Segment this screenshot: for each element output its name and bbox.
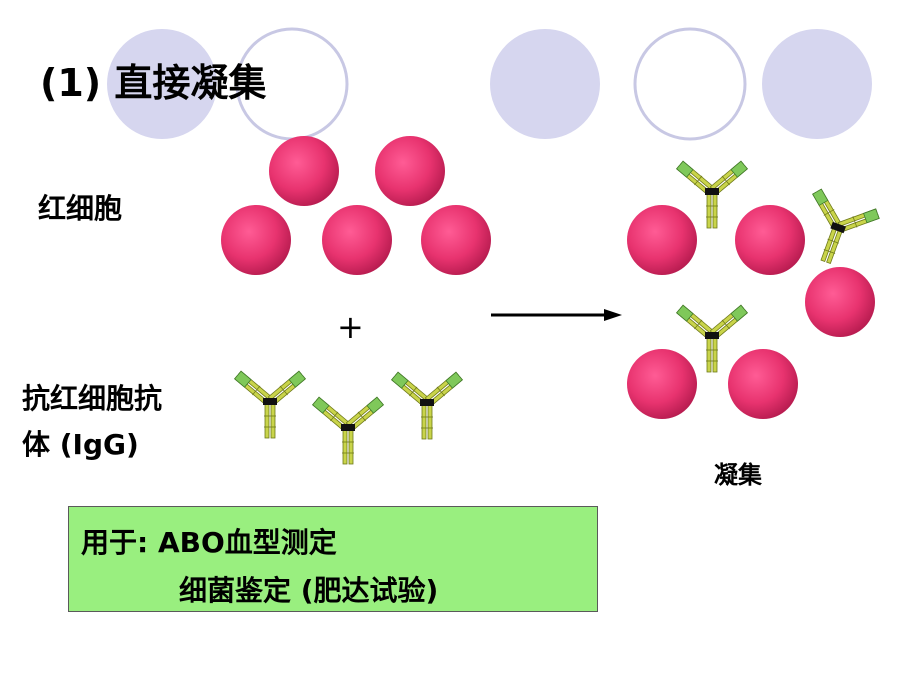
red-cell bbox=[627, 205, 697, 275]
red-cell bbox=[728, 349, 798, 419]
decorative-circles bbox=[107, 27, 872, 141]
red-cell bbox=[805, 267, 875, 337]
usage-line1: 用于: ABO血型测定 bbox=[81, 526, 337, 559]
antibody-icon bbox=[311, 395, 385, 465]
deco-circle bbox=[107, 29, 217, 139]
antibody-group bbox=[233, 369, 464, 465]
usage-line2: 细菌鉴定 (肥达试验) bbox=[179, 574, 439, 607]
red-cell-group bbox=[221, 136, 491, 275]
red-cell bbox=[269, 136, 339, 206]
agglutination-cluster bbox=[627, 159, 884, 419]
usage-box: 用于: ABO血型测定 细菌鉴定 (肥达试验) bbox=[68, 506, 598, 612]
antibody-icon bbox=[233, 369, 307, 439]
red-cell bbox=[322, 205, 392, 275]
antibody-icon bbox=[791, 185, 884, 275]
slide-title: (1) 直接凝集 bbox=[40, 61, 267, 105]
agglutination-label: 凝集 bbox=[714, 461, 762, 489]
antibody-label-line1: 抗红细胞抗 bbox=[22, 382, 163, 415]
deco-circle bbox=[633, 27, 747, 141]
red-cell bbox=[221, 205, 291, 275]
red-cell bbox=[375, 136, 445, 206]
plus-sign: + bbox=[337, 308, 364, 346]
red-cell bbox=[421, 205, 491, 275]
red-cell-label: 红细胞 bbox=[38, 192, 123, 225]
reaction-arrow bbox=[491, 309, 622, 321]
red-cell bbox=[735, 205, 805, 275]
deco-circle bbox=[762, 29, 872, 139]
antibody-icon bbox=[390, 370, 464, 440]
red-cell bbox=[627, 349, 697, 419]
antibody-label-line2: 体 (IgG) bbox=[22, 428, 139, 461]
deco-circle bbox=[490, 29, 600, 139]
